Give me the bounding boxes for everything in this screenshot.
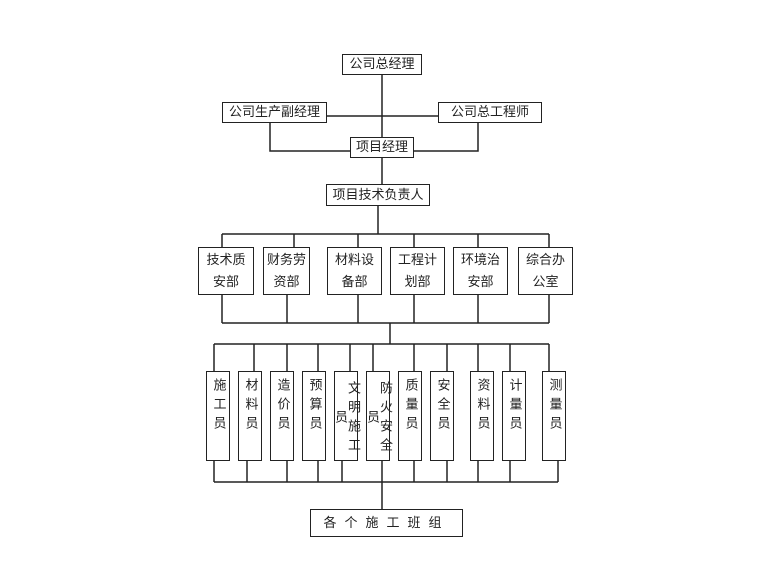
construction-crews-label: 各个施工班组 [323, 515, 450, 531]
project-manager-label: 项目经理 [355, 140, 408, 155]
technical-lead-label: 项目技术负责人 [332, 187, 424, 203]
staff-role-label: 施工员 [210, 378, 226, 435]
staff-role-label: 计量员 [506, 378, 522, 435]
staff-role-box: 材料员 [238, 371, 262, 461]
department-label-line: 安部 [212, 274, 239, 290]
department-label-line: 公室 [532, 274, 559, 290]
staff-role-label: 防火安全员 [364, 381, 392, 457]
staff-role-label: 安全员 [434, 378, 450, 435]
project-manager-box: 项目经理 [350, 137, 414, 158]
department-label-line: 工程计 [397, 252, 437, 268]
department-label-line: 备部 [341, 274, 368, 290]
staff-role-label: 材料员 [242, 378, 258, 435]
staff-role-box: 预算员 [302, 371, 326, 461]
staff-role-box: 文明施工员 [332, 371, 360, 461]
chief-engineer-box: 公司总工程师 [438, 102, 542, 123]
department-label-line: 安部 [467, 274, 494, 290]
production-vice-manager-box: 公司生产副经理 [222, 102, 327, 123]
technical-lead-box: 项目技术负责人 [326, 184, 430, 206]
staff-role-box: 造价员 [270, 371, 294, 461]
staff-role-label: 测量员 [546, 378, 562, 435]
department-label-line: 资部 [273, 274, 300, 290]
department-box: 环境治安部 [453, 247, 508, 295]
department-label-line: 技术质 [206, 252, 246, 268]
department-box: 综合办公室 [518, 247, 573, 295]
staff-role-box: 质量员 [398, 371, 422, 461]
department-label-line: 材料设 [334, 252, 374, 268]
staff-role-label: 预算员 [306, 378, 322, 435]
staff-role-box: 计量员 [502, 371, 526, 461]
staff-role-label: 资料员 [474, 378, 490, 435]
staff-role-box: 安全员 [430, 371, 454, 461]
staff-role-label: 质量员 [402, 378, 418, 435]
department-label-line: 财务劳 [266, 252, 306, 268]
staff-role-box: 防火安全员 [364, 371, 392, 461]
general-manager-label: 公司总经理 [349, 57, 415, 72]
general-manager-box: 公司总经理 [342, 54, 422, 75]
department-label-line: 综合办 [525, 252, 565, 268]
department-box: 财务劳资部 [263, 247, 310, 295]
department-label-line: 划部 [404, 274, 431, 290]
chief-engineer-label: 公司总工程师 [450, 105, 529, 120]
staff-role-box: 测量员 [542, 371, 566, 461]
department-box: 材料设备部 [327, 247, 382, 295]
department-box: 技术质安部 [198, 247, 254, 295]
staff-role-label: 造价员 [274, 378, 290, 435]
staff-role-label: 文明施工员 [332, 381, 360, 457]
production-vice-manager-label: 公司生产副经理 [228, 105, 320, 120]
department-box: 工程计划部 [390, 247, 445, 295]
staff-role-box: 资料员 [470, 371, 494, 461]
construction-crews-box: 各个施工班组 [310, 509, 463, 537]
department-label-line: 环境治 [460, 252, 500, 268]
staff-role-box: 施工员 [206, 371, 230, 461]
